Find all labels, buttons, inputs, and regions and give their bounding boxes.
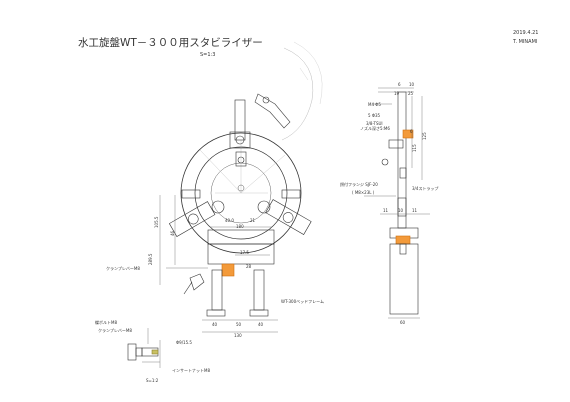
dim-180: 180 [236,224,244,229]
side-view-dimensions: 6 10 19 25 6 M4 Φ5 5 Φ35 3/8-TSUI ノズル深さ5… [340,82,438,325]
dim-b50: 50 [236,322,242,327]
label-clamp: クランプレバーM8 [98,327,132,333]
detail-labels: 蝶ボルトM8 クランプレバーM8 Φ9/15.5 インサートナットM8 S=1:… [95,319,210,383]
dim-40: 40.0 [225,218,234,223]
dim-m11b: 11 [412,208,418,213]
dim-21: 21 [250,218,256,223]
dim-m11a: 11 [383,208,389,213]
drawing-author: T. MINAMI [512,39,537,45]
detail-view [127,328,161,368]
front-view-dimensions: 40.0 21 180 105.5 289.5 46 17.5 28 40 50… [106,216,324,338]
dim-b40a: 40 [212,322,218,327]
label-eye-bolt: 蝶ボルトM8 [95,319,117,325]
dim-v125: 125 [422,132,427,140]
dim-t25: 25 [408,91,414,96]
dim-17: 17.5 [240,250,249,255]
drawing-date: 2019.4.21 [513,30,538,36]
scale-bottom: S=1:2 [146,378,159,383]
dim-b40b: 40 [258,322,264,327]
dim-289: 289.5 [148,253,153,265]
scale-top: S=1:3 [200,52,215,58]
dim-46: 46 [170,230,175,236]
dim-b60: 60 [400,320,406,325]
label-insert: インサートナットM8 [172,367,210,373]
front-view [159,41,323,333]
drawing-title: 水工旋盤WT－３００用スタビライザー [78,36,263,49]
dim-t6: 6 [398,82,401,87]
dim-m10: 10 [398,208,404,213]
dim-r6: 6 [410,129,413,134]
label-nozzle: ノズル深さ5:M6 [360,125,390,131]
dim-105: 105.5 [154,216,159,228]
label-flange-sub: ( M8×23L ) [352,190,375,195]
label-strap: 3/4ストラップ [412,185,438,191]
label-thread: 5 Φ35 [368,113,381,118]
dim-v115: 115 [412,144,417,152]
label-m4: M4 Φ5 [368,102,381,107]
label-flange: 鍔付フランジ SJF-20 [340,181,378,187]
side-view [364,87,430,319]
dim-t19: 19 [394,91,400,96]
dim-28: 28 [246,264,252,269]
label-clamp-lever: クランプレバーM8 [106,265,140,271]
label-bolt: 3/8-TSUI [366,121,383,126]
label-phi: Φ9/15.5 [176,340,192,345]
dim-b130: 130 [234,333,242,338]
label-wt300: WT-300ベッドフレーム [281,299,324,304]
dim-t10: 10 [409,82,415,87]
